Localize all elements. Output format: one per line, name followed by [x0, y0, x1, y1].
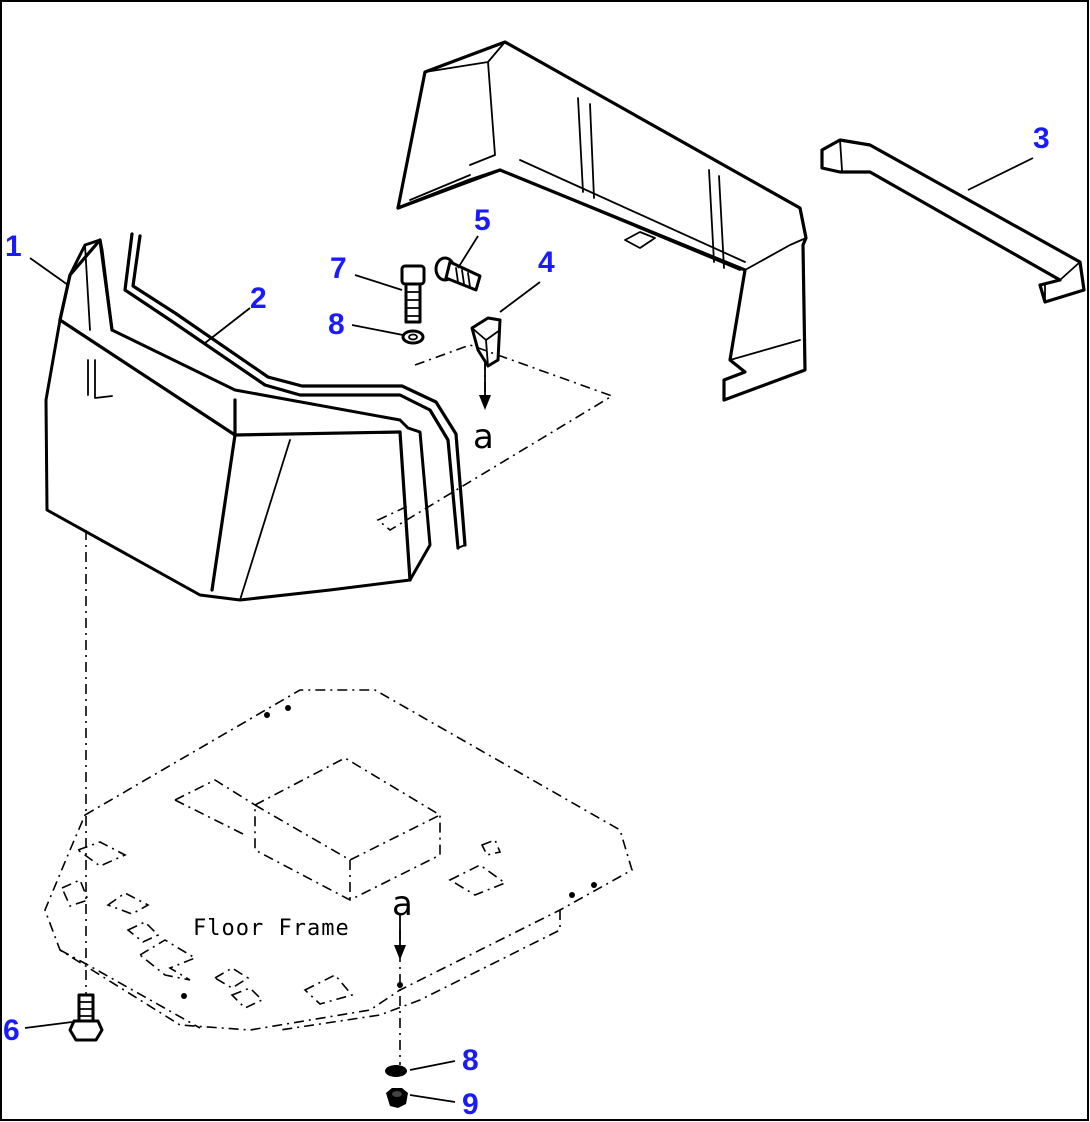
callout-3: 3 — [1033, 122, 1050, 155]
part-rear-cover — [396, 40, 808, 402]
part-front-cover — [44, 238, 432, 602]
part-nut — [386, 1088, 408, 1108]
part-bolt-7 — [400, 264, 426, 324]
part-washer-lower — [385, 1065, 407, 1077]
part-seal-strip — [820, 138, 1086, 304]
part-washer-upper — [401, 329, 425, 345]
assembly-arrows — [394, 359, 491, 960]
floor-frame — [44, 689, 633, 1031]
callout-4: 4 — [538, 246, 555, 279]
part-bolt-6 — [68, 993, 104, 1042]
callout-1: 1 — [5, 230, 22, 263]
ref-mark-a-top: a — [473, 417, 494, 457]
floor-frame-label: Floor Frame — [193, 916, 350, 941]
callout-8-lower: 8 — [462, 1044, 479, 1077]
callout-9: 9 — [462, 1088, 479, 1121]
callout-5: 5 — [474, 204, 491, 237]
ref-mark-a-bottom: a — [392, 884, 413, 924]
callout-2: 2 — [250, 282, 267, 315]
callout-8-upper: 8 — [328, 308, 345, 341]
part-bracket — [470, 316, 502, 368]
part-bolt-5 — [434, 256, 482, 292]
part-edge-seal — [123, 232, 467, 550]
callout-6: 6 — [3, 1014, 20, 1047]
leader-lines — [24, 157, 1034, 1103]
callout-7: 7 — [330, 252, 347, 285]
